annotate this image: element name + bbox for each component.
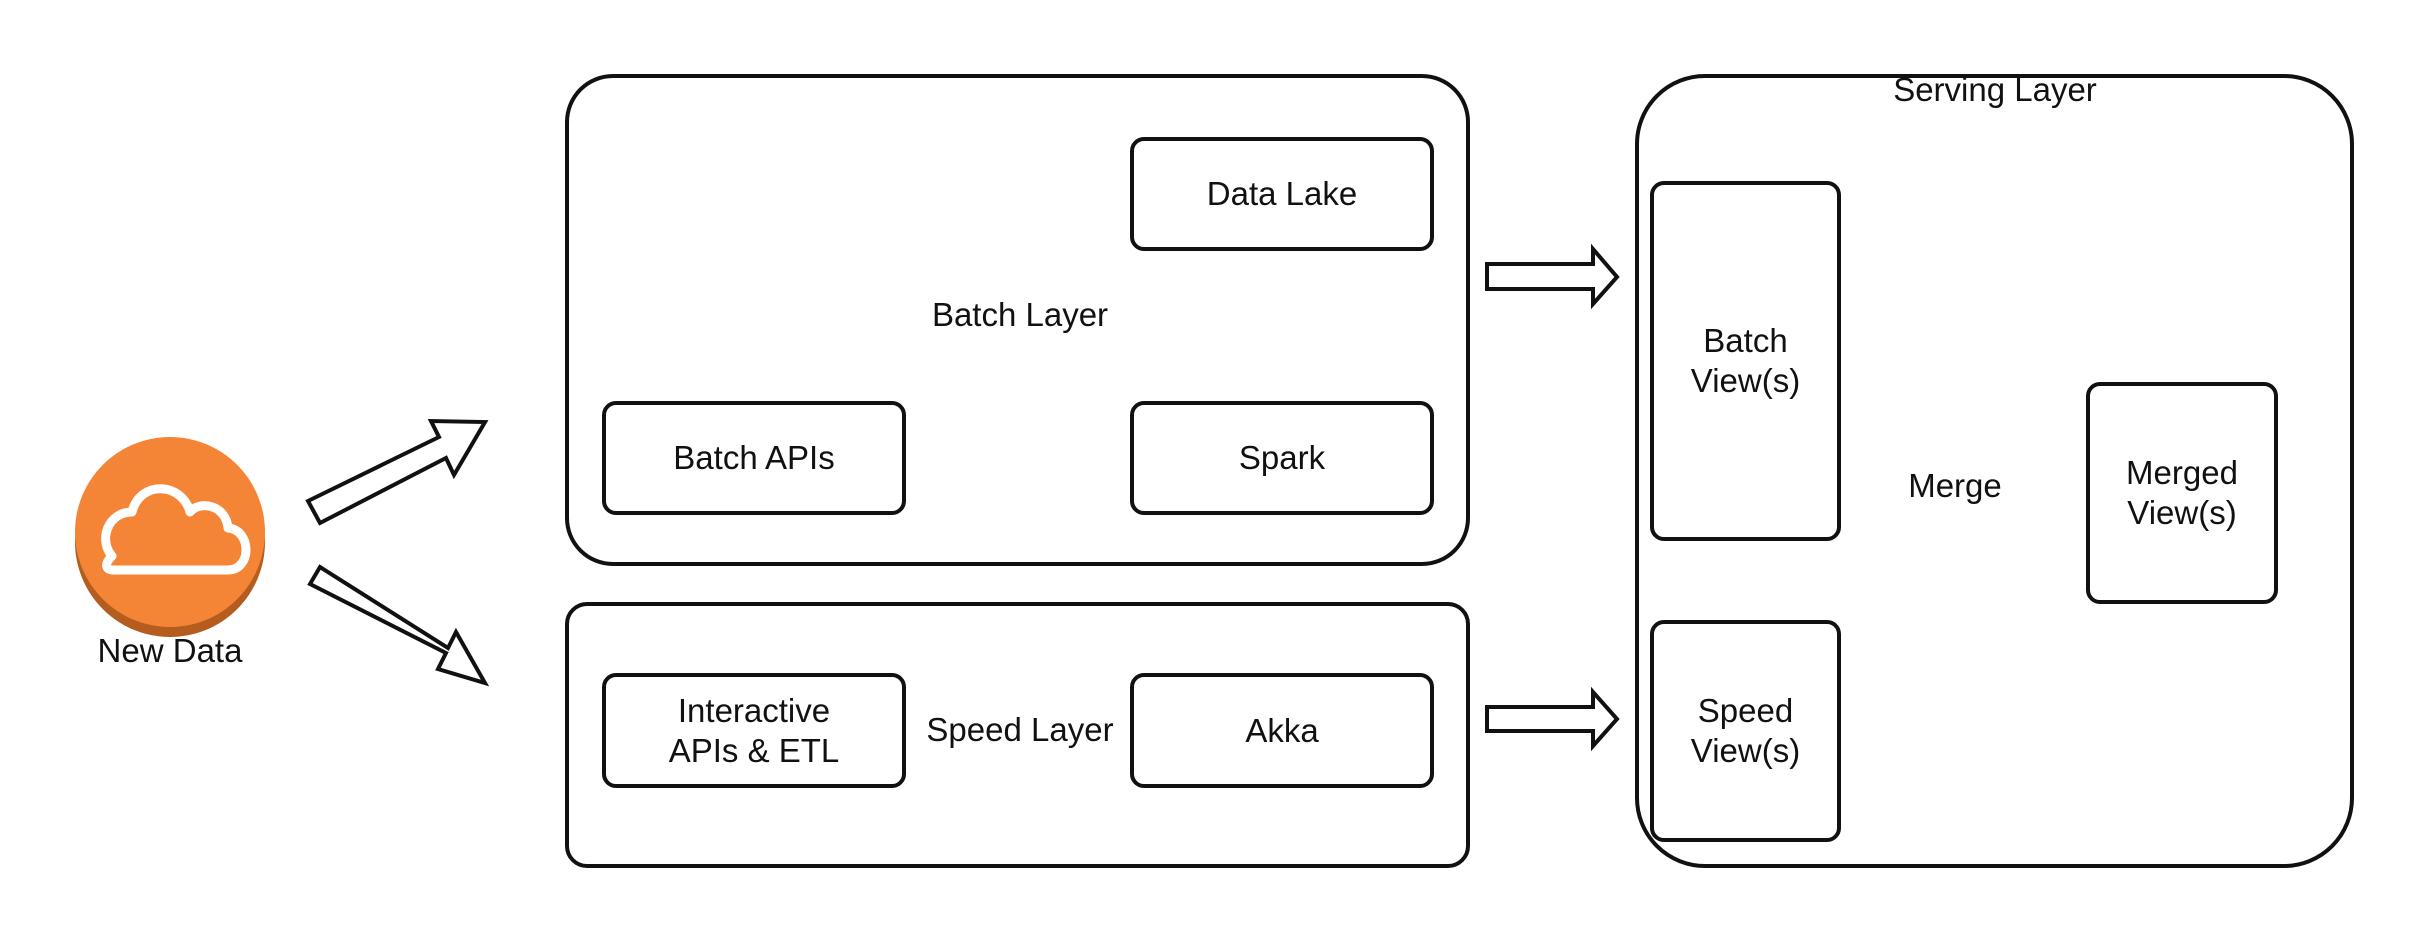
interactive-apis-label: Interactive APIs & ETL <box>668 691 840 769</box>
speed-views-label: Speed View(s) <box>1690 692 1801 769</box>
merge-label: Merge <box>1908 467 2002 504</box>
arrow-to-batch <box>305 418 489 526</box>
data-lake-label: Data Lake <box>1206 175 1358 212</box>
speed-layer-label: Speed Layer <box>926 711 1114 748</box>
arrow-speed-to-serving <box>1485 686 1620 752</box>
batch-layer-label: Batch Layer <box>931 296 1109 333</box>
speed-views-box: Speed View(s) <box>1650 620 1841 842</box>
arrow-to-speed <box>307 564 490 687</box>
data-lake-box: Data Lake <box>1130 137 1434 251</box>
batch-views-label: Batch View(s) <box>1690 322 1801 399</box>
merged-views-label: Merged View(s) <box>2126 454 2238 531</box>
cloud-icon <box>75 437 265 637</box>
akka-box: Akka <box>1130 673 1434 788</box>
interactive-apis-box: Interactive APIs & ETL <box>602 673 906 788</box>
serving-layer-label: Serving Layer <box>1893 71 2097 108</box>
spark-label: Spark <box>1238 439 1326 476</box>
batch-apis-label: Batch APIs <box>673 439 835 476</box>
spark-box: Spark <box>1130 401 1434 515</box>
akka-label: Akka <box>1245 711 1319 749</box>
batch-apis-box: Batch APIs <box>602 401 906 515</box>
arrow-batch-to-serving <box>1485 243 1620 310</box>
batch-views-box: Batch View(s) <box>1650 181 1841 541</box>
new-data-label: New Data <box>97 632 243 669</box>
merged-views-box: Merged View(s) <box>2086 382 2278 604</box>
